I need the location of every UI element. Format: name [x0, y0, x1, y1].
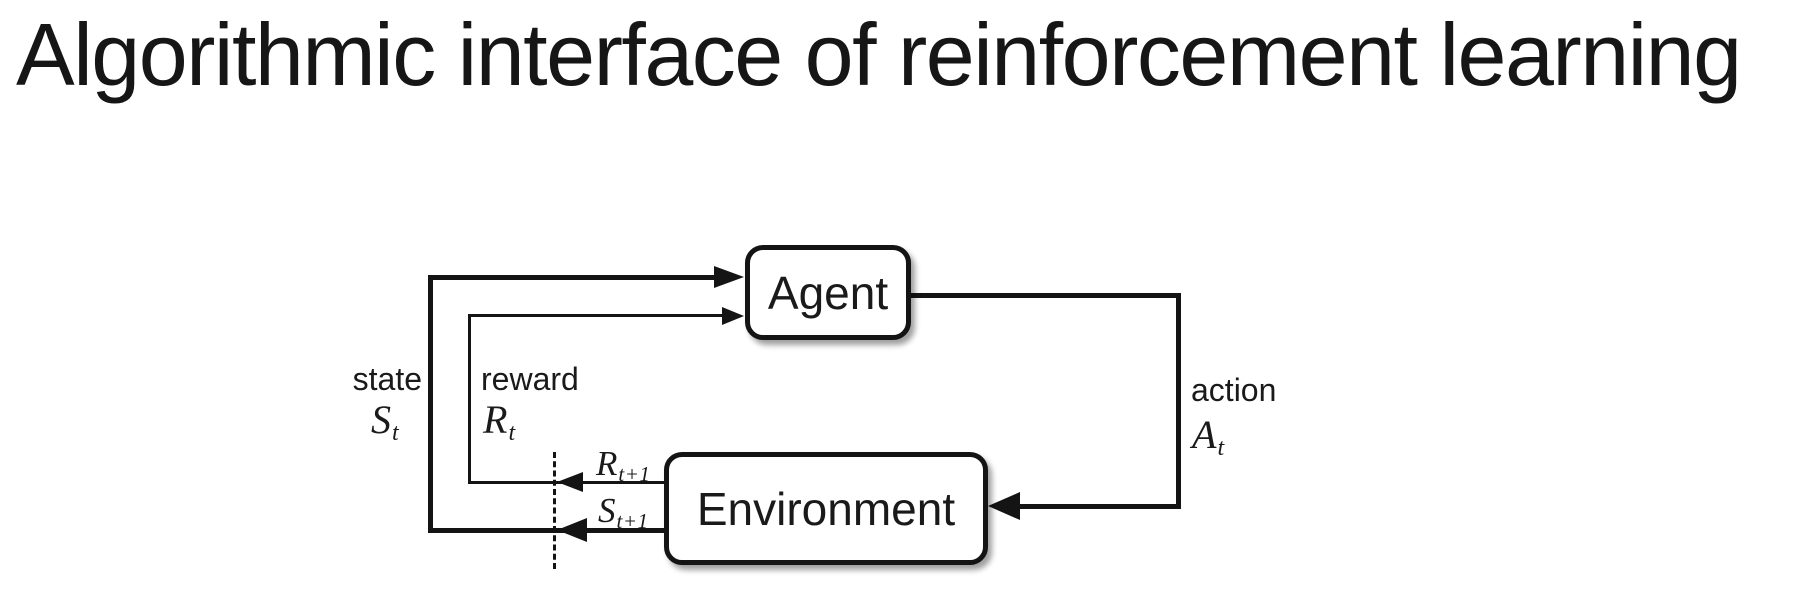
state-line-top: [428, 275, 718, 280]
action-word-label: action: [1191, 372, 1277, 408]
next-reward-symbol-label: Rt+1: [596, 446, 650, 485]
reward-symbol-subscript: t: [508, 419, 516, 446]
arrowhead-action-into-environment: [988, 492, 1020, 520]
arrowhead-next-state-at-boundary: [557, 518, 587, 542]
action-line-bottom: [1018, 504, 1181, 509]
arrowhead-reward-into-agent: [722, 307, 744, 325]
state-word-label: state: [352, 361, 422, 397]
slide-title: Algorithmic interface of reinforcement l…: [16, 5, 1742, 104]
next-state-symbol-base: S: [598, 491, 616, 530]
agent-box: Agent: [745, 245, 911, 340]
agent-label: Agent: [767, 266, 889, 319]
next-state-symbol-label: St+1: [598, 493, 649, 532]
next-reward-symbol-subscript: t+1: [618, 461, 651, 486]
action-symbol-label: At: [1192, 415, 1225, 460]
state-symbol-base: S: [371, 397, 391, 442]
state-symbol-label: St: [371, 400, 399, 445]
reward-line-top: [468, 314, 722, 317]
reward-word-label: reward: [481, 361, 579, 397]
state-symbol-subscript: t: [392, 419, 400, 446]
arrowhead-next-reward-at-boundary: [557, 472, 583, 492]
state-line-bottom: [428, 528, 666, 533]
reward-symbol-base: R: [483, 397, 508, 442]
action-line-top: [908, 293, 1181, 298]
next-reward-symbol-base: R: [596, 444, 618, 483]
action-symbol-base: A: [1192, 412, 1217, 457]
arrowhead-state-into-agent: [714, 266, 744, 288]
reward-symbol-label: Rt: [483, 400, 516, 445]
environment-box: Environment: [664, 452, 988, 565]
action-symbol-subscript: t: [1217, 434, 1225, 461]
action-line-right: [1176, 293, 1181, 509]
state-line-left: [428, 275, 433, 533]
environment-label: Environment: [696, 482, 956, 535]
next-state-symbol-subscript: t+1: [616, 508, 649, 533]
reward-line-left: [468, 314, 471, 484]
time-step-boundary-dashed-line: [553, 452, 556, 569]
